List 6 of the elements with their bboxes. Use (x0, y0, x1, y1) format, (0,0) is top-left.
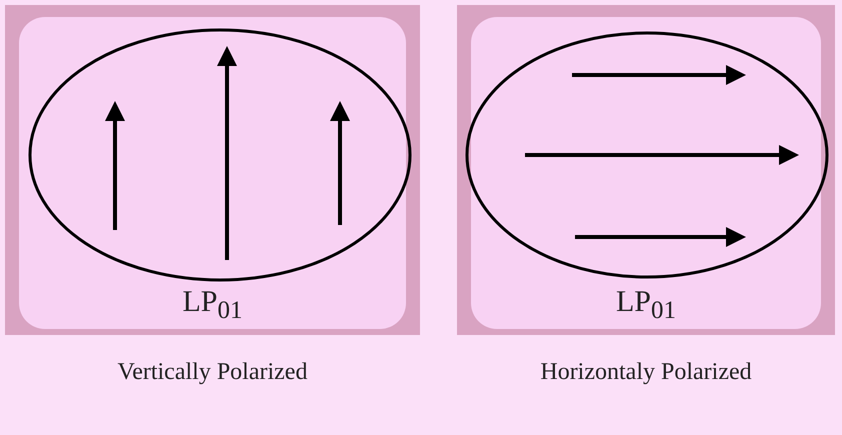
polarization-caption: Vertically Polarized (116, 358, 308, 387)
mode-panel (457, 5, 835, 335)
mode-label: LP$_{01}$ (182, 285, 242, 325)
mode-label: LP$_{01}$ (616, 285, 676, 325)
mode-panel (5, 5, 420, 335)
polarization-caption: Horizontaly Polarized (539, 358, 753, 387)
